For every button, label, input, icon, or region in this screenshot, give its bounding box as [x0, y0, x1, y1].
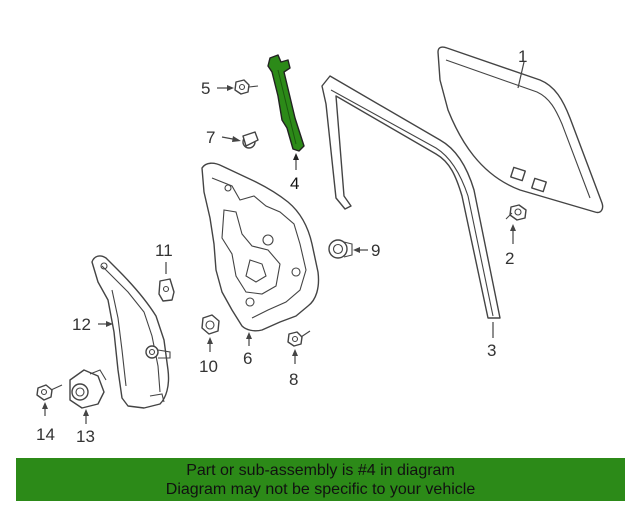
part-2-bolt[interactable] [505, 204, 527, 221]
arrow-head-12 [106, 321, 113, 327]
arrow-head-2 [510, 224, 516, 231]
part-5-bolt[interactable] [234, 79, 259, 95]
callout-7[interactable]: 7 [206, 128, 215, 147]
arrow-head-14 [42, 402, 48, 409]
arrow-head-7 [232, 136, 241, 142]
callout-4[interactable]: 4 [290, 174, 299, 193]
part-10-nut[interactable] [201, 314, 220, 335]
leader-line-1 [517, 61, 525, 89]
info-banner: Part or sub-assembly is #4 in diagram Di… [16, 458, 625, 501]
part-9-grommet[interactable] [328, 239, 353, 259]
part-14-bolt[interactable] [36, 384, 63, 401]
part-7-clip[interactable] [242, 131, 259, 149]
callout-3[interactable]: 3 [487, 341, 496, 360]
part-8-bolt[interactable] [287, 330, 311, 347]
arrow-head-4 [293, 153, 299, 160]
callout-6[interactable]: 6 [243, 349, 252, 368]
callout-11[interactable]: 11 [155, 241, 173, 260]
arrow-head-13 [83, 409, 89, 416]
arrow-head-5 [227, 85, 234, 91]
callout-12[interactable]: 12 [72, 315, 91, 334]
arrow-head-6 [246, 332, 252, 339]
callout-9[interactable]: 9 [371, 241, 380, 260]
part-12-regulator-rail[interactable] [91, 255, 171, 409]
arrow-head-10 [207, 337, 213, 344]
callout-1[interactable]: 1 [518, 47, 527, 66]
callout-10[interactable]: 10 [199, 357, 218, 376]
part-13-window-motor[interactable] [69, 369, 107, 409]
callout-14[interactable]: 14 [36, 425, 55, 444]
callout-8[interactable]: 8 [289, 370, 298, 389]
callout-5[interactable]: 5 [201, 79, 210, 98]
part-4-guide-channel-highlighted[interactable] [267, 54, 305, 152]
banner-line-part-info: Part or sub-assembly is #4 in diagram [186, 462, 455, 479]
banner-line-disclaimer: Diagram may not be specific to your vehi… [165, 481, 476, 498]
callout-13[interactable]: 13 [76, 427, 95, 446]
part-11-clip[interactable] [158, 278, 175, 302]
part-1-door-glass[interactable] [437, 46, 604, 214]
callout-2[interactable]: 2 [505, 249, 514, 268]
arrow-head-8 [292, 349, 298, 356]
parts-diagram: 1 2 3 4 5 7 [36, 46, 604, 446]
part-6-regulator-panel[interactable] [201, 162, 320, 332]
arrow-head-9 [353, 247, 360, 253]
part-3-run-channel[interactable] [321, 75, 501, 319]
